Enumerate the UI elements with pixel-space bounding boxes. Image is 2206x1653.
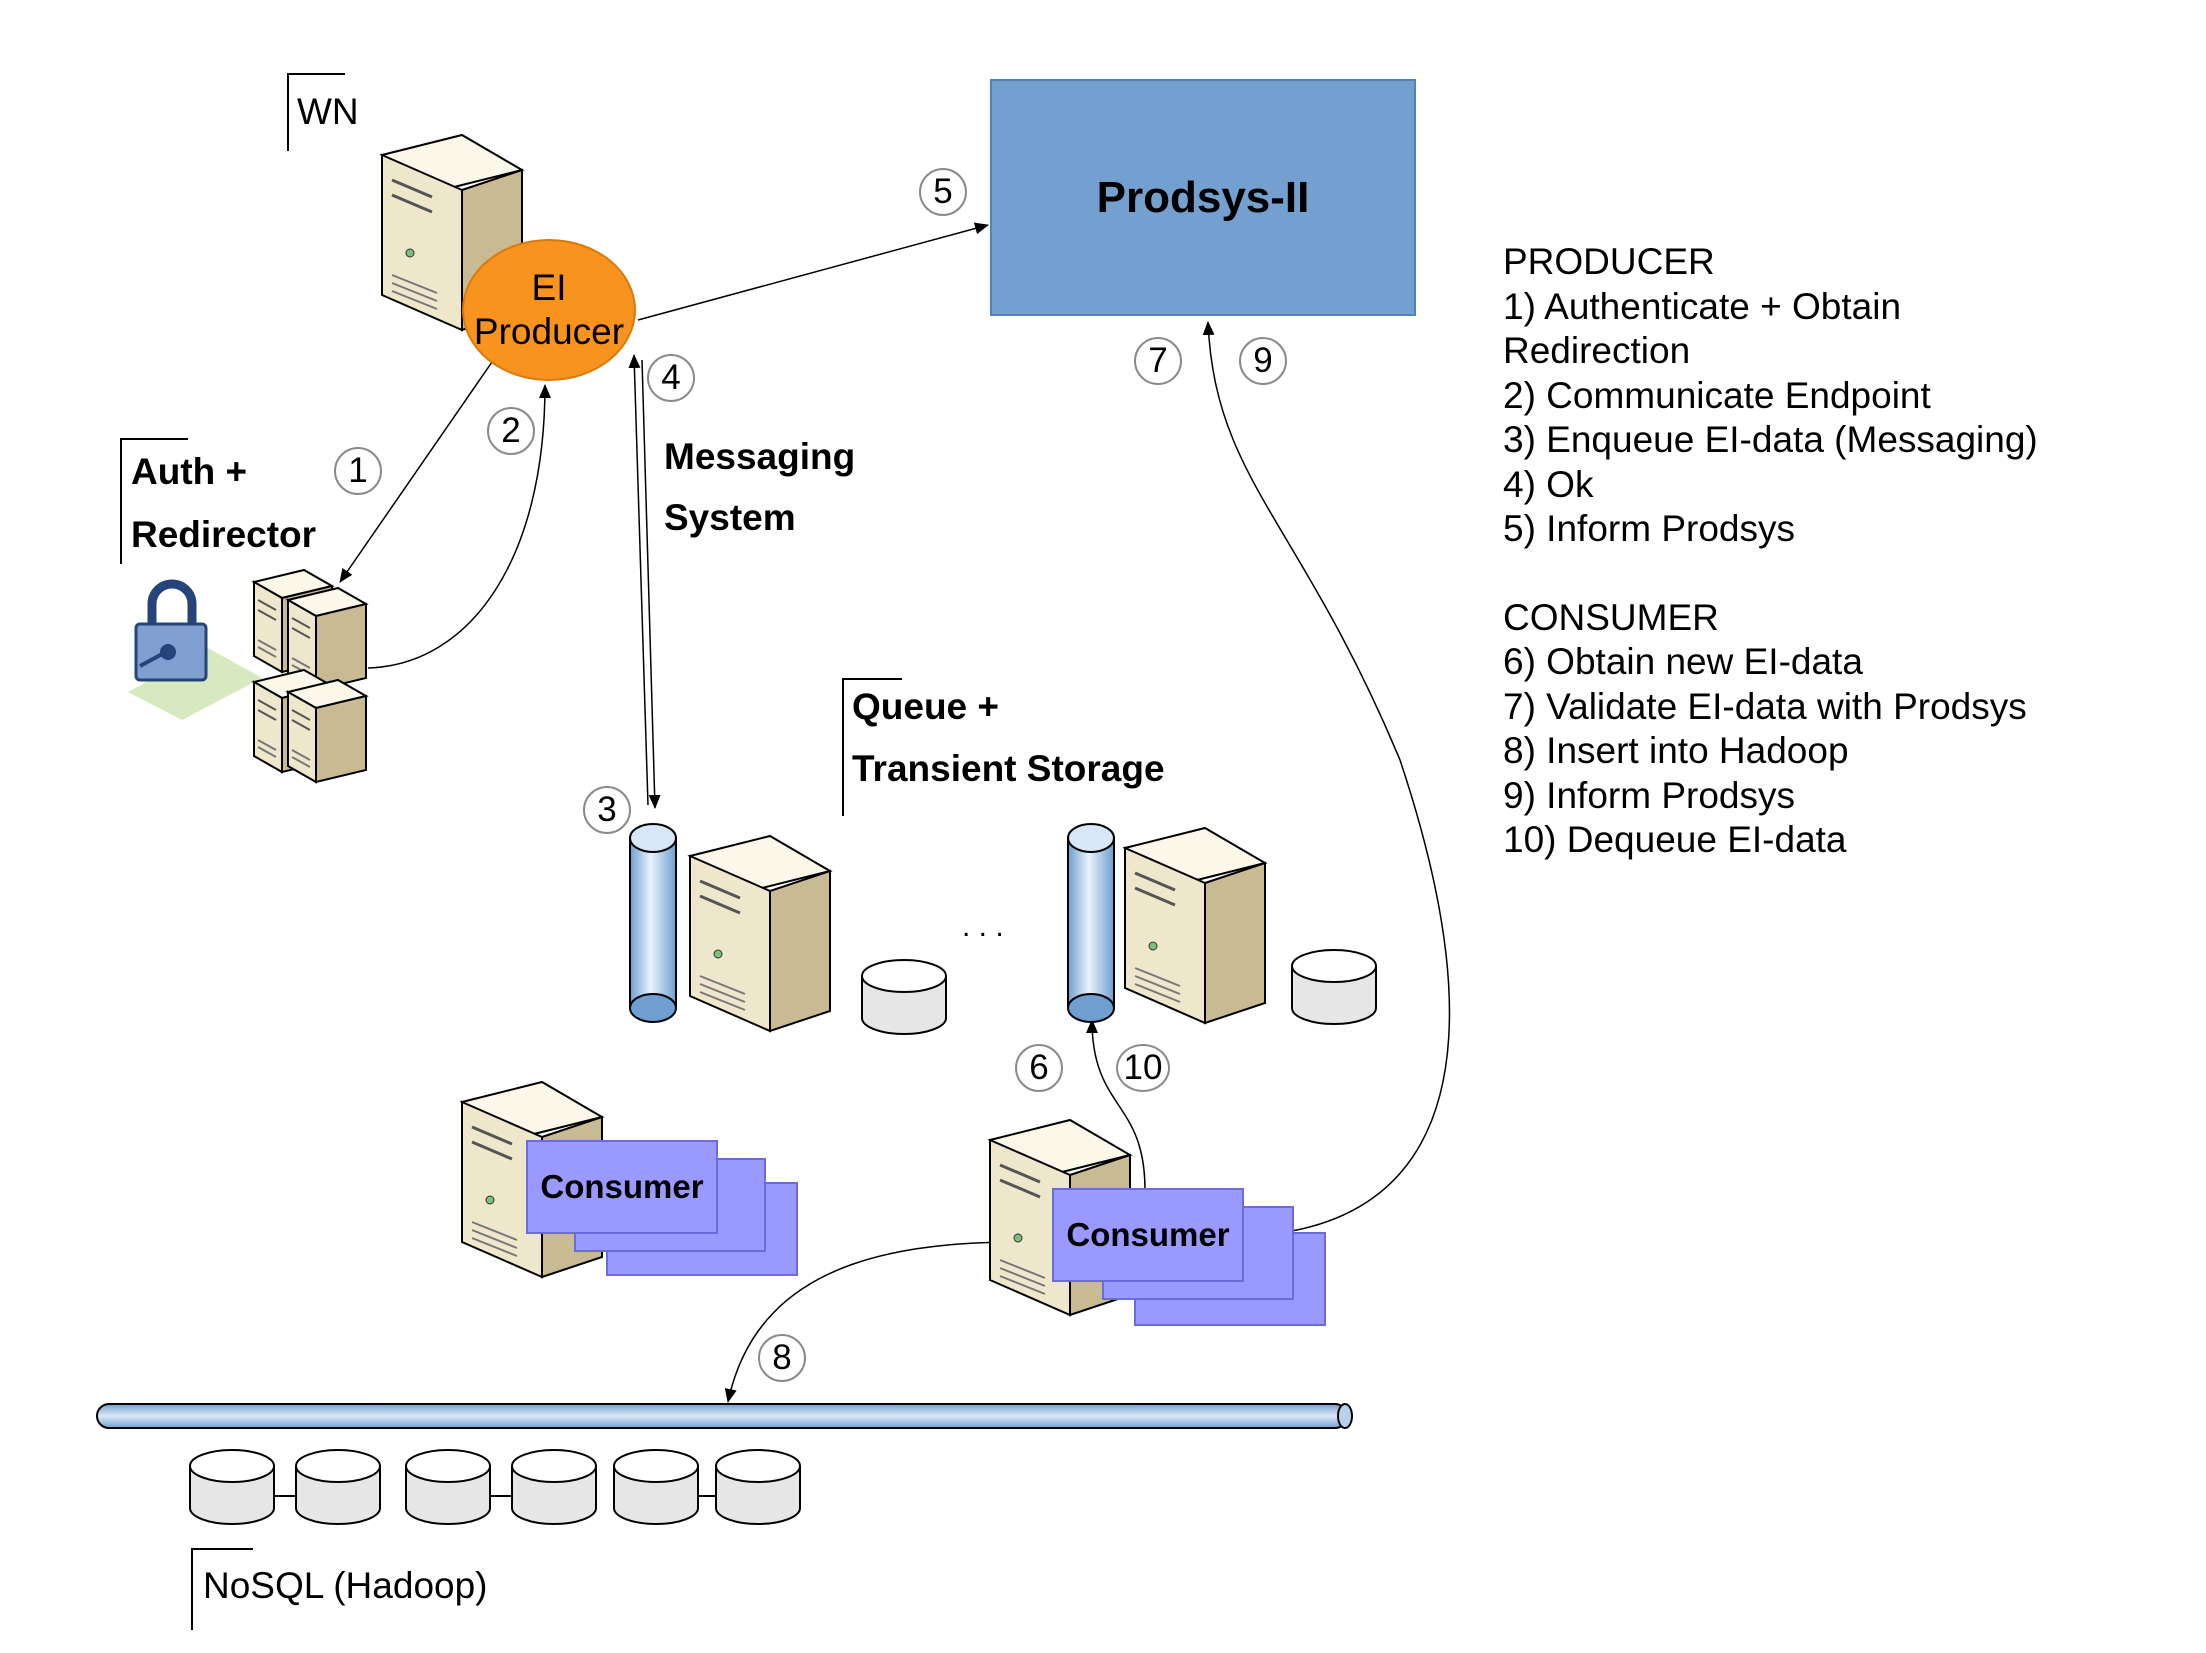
prodsys-box: Prodsys-II <box>990 79 1416 316</box>
wn-bracket <box>287 73 345 151</box>
step-1: 1 <box>334 447 382 495</box>
arrow-5 <box>637 222 989 321</box>
queue-server-icon <box>1123 826 1267 1025</box>
ellipsis-label: . . . <box>962 910 1004 943</box>
legend-item: 10) Dequeue EI-data <box>1503 819 1847 860</box>
system-label: System <box>664 497 796 538</box>
arrow-4 <box>628 354 649 806</box>
hadoop-disk-icon <box>511 1449 597 1525</box>
arrow-2 <box>367 384 551 669</box>
consumer-right: Consumer <box>1052 1188 1244 1282</box>
auth-base-plate <box>128 648 262 720</box>
legend-item: 4) Ok <box>1503 463 1594 505</box>
nosql-label: NoSQL (Hadoop) <box>203 1565 488 1606</box>
queue-label: Queue + <box>852 686 1000 727</box>
ei-producer-label-1: EI <box>531 267 567 308</box>
legend-item: 8) Insert into Hadoop <box>1503 730 1849 771</box>
bus-pipe-icon <box>96 1403 1353 1429</box>
queue-cylinder-icon <box>1067 823 1115 1023</box>
step-6: 6 <box>1015 1044 1063 1092</box>
consumer-left: Consumer <box>526 1140 718 1234</box>
hadoop-disk-icon <box>295 1449 381 1525</box>
queue-server-icon <box>688 834 832 1033</box>
step-2: 2 <box>487 407 535 455</box>
legend-item: Redirection <box>1503 330 1691 371</box>
legend-item: 6) Obtain new EI-data <box>1503 641 1863 682</box>
legend-item: 2) Communicate Endpoint <box>1503 374 1931 416</box>
step-5: 5 <box>919 168 967 216</box>
step-7: 7 <box>1134 337 1182 385</box>
disk-icon <box>861 959 947 1035</box>
legend-item: 3) Enqueue EI-data (Messaging) <box>1503 419 2038 460</box>
arrow-7-9 <box>1202 321 1451 1237</box>
arrow-6-10 <box>1086 1019 1146 1191</box>
redirector-label: Redirector <box>131 514 317 555</box>
legend-spacer <box>1503 552 2038 596</box>
hadoop-disk-icon <box>715 1449 801 1525</box>
disk-icon <box>1291 949 1377 1025</box>
nosql-bracket <box>191 1548 253 1630</box>
arrow-1 <box>339 361 493 583</box>
step-3: 3 <box>583 786 631 834</box>
queue-bracket <box>842 678 902 816</box>
auth-label: Auth + <box>131 451 248 492</box>
hadoop-disk-icon <box>613 1449 699 1525</box>
queue-cylinder-icon <box>629 823 677 1023</box>
legend-item: 7) Validate EI-data with Prodsys <box>1503 685 2027 727</box>
legend-consumer-title: CONSUMER <box>1503 596 1719 638</box>
prodsys-label: Prodsys-II <box>1096 172 1310 222</box>
consumer-right-label: Consumer <box>1066 1216 1230 1253</box>
legend-item: 5) Inform Prodsys <box>1503 508 1795 549</box>
step-4: 4 <box>647 354 695 402</box>
ei-producer-label-2: Producer <box>473 311 625 352</box>
hadoop-disk-icon <box>405 1449 491 1525</box>
transient-label: Transient Storage <box>852 748 1165 789</box>
auth-server-icon <box>287 679 367 783</box>
step-9: 9 <box>1239 337 1287 385</box>
step-10: 10 <box>1116 1044 1170 1092</box>
ei-producer-node: EI Producer <box>462 239 636 381</box>
wn-label: WN <box>297 91 359 132</box>
legend: PRODUCER 1) Authenticate + Obtain Redire… <box>1503 240 2038 863</box>
hadoop-disk-icon <box>189 1449 275 1525</box>
step-8: 8 <box>758 1334 806 1382</box>
consumer-left-label: Consumer <box>540 1168 704 1205</box>
legend-item: 1) Authenticate + Obtain <box>1503 285 1902 327</box>
legend-item: 9) Inform Prodsys <box>1503 774 1795 816</box>
lock-icon <box>134 579 208 682</box>
auth-bracket <box>120 438 188 564</box>
legend-producer-title: PRODUCER <box>1503 241 1715 282</box>
arrow-3 <box>641 359 661 809</box>
messaging-label: Messaging <box>664 436 856 477</box>
